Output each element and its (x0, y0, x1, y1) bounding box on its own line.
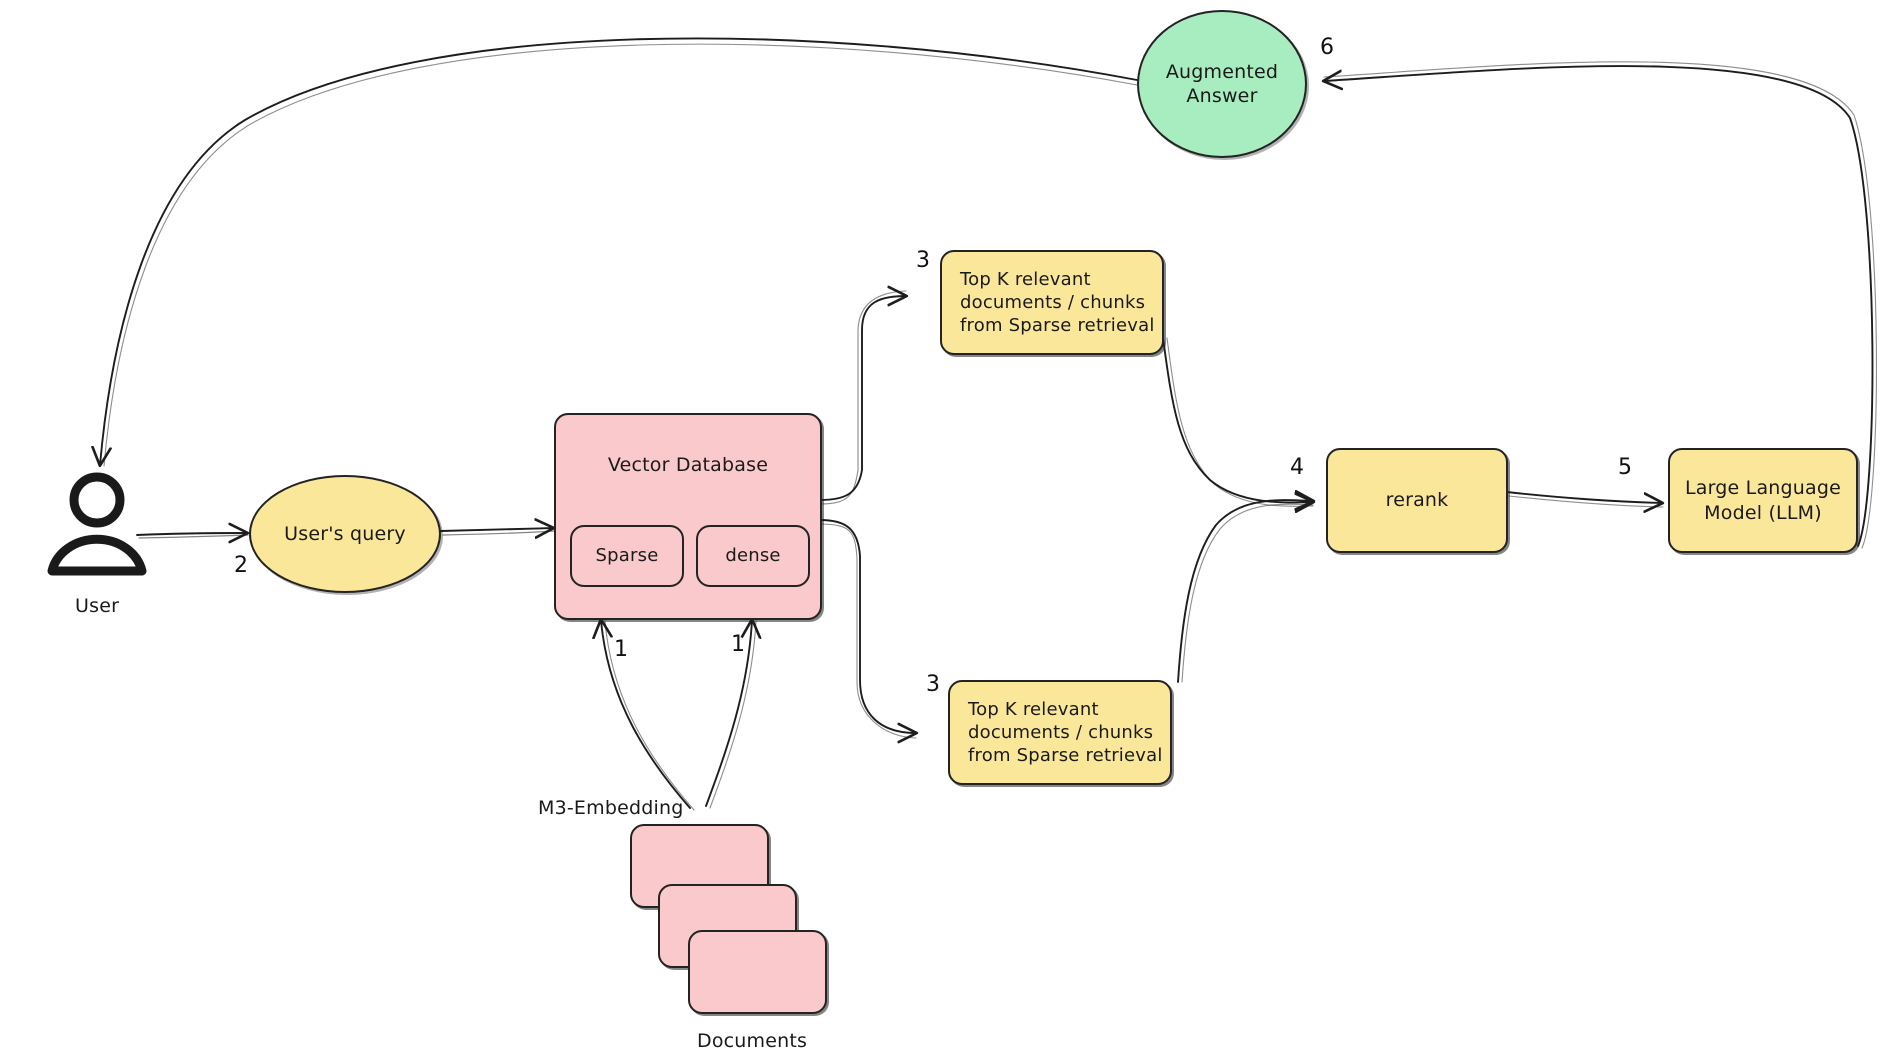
node-users-query[interactable]: User's query (249, 475, 441, 593)
node-large-language-model[interactable]: Large Language Model (LLM) (1668, 448, 1858, 553)
edge-topk-lower-to-rerank (1177, 500, 1313, 683)
node-vector-database[interactable]: Vector Database Sparse dense (554, 413, 822, 620)
edge-user-to-query (136, 533, 247, 535)
edge-user-to-query-sketch (138, 534, 249, 539)
edge-vdb-to-topk-upper-sketch (819, 290, 907, 505)
node-large-language-model-label: Large Language Model (LLM) (1684, 477, 1842, 524)
edge-label-4: 4 (1290, 455, 1304, 480)
edge-label-6: 6 (1320, 35, 1334, 60)
node-augmented-answer-label: Augmented Answer (1165, 60, 1279, 107)
edge-label-1-sparse: 1 (614, 637, 628, 662)
edge-label-5: 5 (1618, 455, 1632, 480)
edge-rerank-to-llm (1506, 491, 1662, 503)
edge-vdb-to-topk-upper (819, 296, 906, 501)
edge-label-3-upper: 3 (916, 248, 930, 273)
edge-topk-upper-to-rerank-sketch (1166, 337, 1314, 507)
edge-label-3-lower: 3 (926, 672, 940, 697)
edge-query-to-vdb (440, 528, 553, 531)
m3-embedding-label: M3-Embedding (538, 797, 684, 819)
node-topk-sparse-lower-label: Top K relevant documents / chunks from S… (968, 698, 1163, 767)
document-sheet-front (688, 930, 827, 1014)
user-actor-icon (47, 472, 147, 576)
edge-query-to-vdb-sketch (442, 530, 555, 536)
node-topk-sparse-upper[interactable]: Top K relevant documents / chunks from S… (940, 250, 1164, 355)
edge-topk-lower-to-rerank-sketch (1181, 503, 1314, 683)
node-vector-database-dense-label: dense (725, 545, 781, 567)
edge-docs-to-dense (705, 620, 752, 807)
node-rerank-label: rerank (1385, 489, 1449, 512)
edge-label-1-dense: 1 (731, 632, 745, 657)
edge-vdb-to-topk-lower (819, 519, 916, 733)
node-topk-sparse-upper-label: Top K relevant documents / chunks from S… (960, 268, 1155, 337)
node-vector-database-dense[interactable]: dense (696, 525, 810, 587)
edge-rerank-to-llm-sketch (1508, 495, 1664, 508)
node-vector-database-label: Vector Database (607, 454, 769, 476)
node-users-query-label: User's query (284, 522, 406, 545)
node-augmented-answer[interactable]: Augmented Answer (1137, 10, 1307, 158)
user-label: User (75, 595, 120, 617)
node-topk-sparse-lower[interactable]: Top K relevant documents / chunks from S… (948, 680, 1172, 785)
node-vector-database-sparse-label: Sparse (595, 545, 659, 567)
node-rerank[interactable]: rerank (1326, 448, 1508, 553)
edge-label-2: 2 (234, 553, 248, 578)
node-vector-database-sparse[interactable]: Sparse (570, 525, 684, 587)
edge-vdb-to-topk-lower-sketch (821, 523, 917, 739)
documents-label: Documents (697, 1030, 808, 1052)
